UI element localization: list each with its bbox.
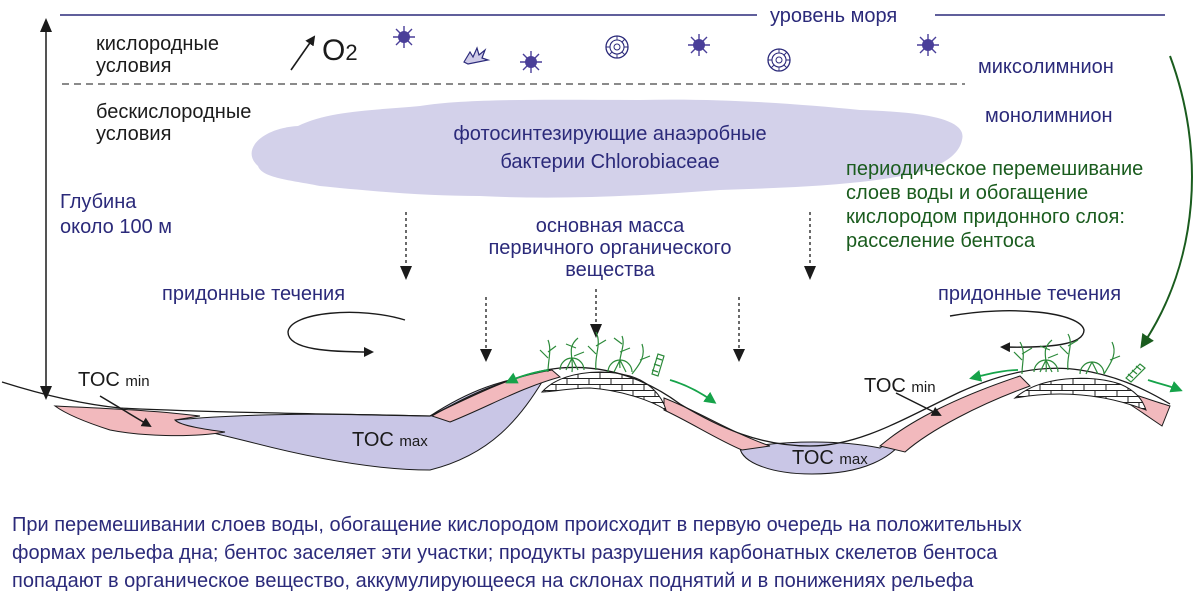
bottom-currents-label-left: придонные течения	[162, 283, 346, 305]
bacteria-cloud	[251, 99, 963, 198]
toc-min-label-left: TOC min	[78, 368, 150, 392]
organic-matter-label-line3: вещества	[565, 259, 655, 281]
seafloor-profile	[1, 366, 1171, 447]
sinking-organic-arrow	[733, 297, 745, 362]
mixing-note-line3: кислородом придонного слоя:	[846, 206, 1125, 228]
depth-label-line2: около 100 м	[60, 216, 173, 238]
carbonate-buildup-right	[1013, 377, 1147, 411]
mixolimnion-label: миксолимнион	[978, 56, 1114, 78]
caption-line-3: попадают в органическое вещество, аккуму…	[12, 570, 974, 592]
toc-min-lens-ridge-left	[430, 369, 562, 423]
organic-matter-label-line1: основная масса	[535, 215, 685, 237]
sinking-organic-arrow	[590, 289, 602, 338]
carbonate-buildup-left	[540, 371, 667, 412]
ammonite-icon	[767, 48, 791, 72]
mixing-note-line4: расселение бентоса	[846, 230, 1035, 252]
toc-min-label-right: TOC min	[864, 374, 936, 398]
dispersal-arrow	[969, 369, 1019, 382]
sinking-organic-arrow	[480, 297, 492, 362]
depth-arrow	[40, 18, 52, 400]
sinking-organic-arrow	[804, 212, 816, 280]
toc-min-left-sub: min	[125, 373, 150, 390]
toc-max-left-sub: max	[399, 433, 428, 450]
toc-min-right-sub: min	[911, 379, 936, 396]
toc-max-right-main: TOC	[792, 447, 834, 469]
toc-max-label-left: TOC max	[352, 428, 428, 452]
sea-level-label: уровень моря	[770, 5, 898, 27]
bottom-currents-label-right: придонные течения	[938, 283, 1122, 305]
plankton-star-icon	[688, 34, 710, 56]
benthos-plant-icon	[1013, 333, 1146, 383]
oxygen-subscript: 2	[345, 40, 358, 65]
mixing-note-line2: слоев воды и обогащение	[846, 182, 1089, 204]
oxygen-arrow	[290, 35, 316, 71]
bottom-current-arrow-right	[949, 310, 1085, 353]
anoxic-conditions-label-line1: бескислородные	[96, 101, 252, 123]
plankton-star-icon	[520, 51, 542, 73]
oxic-conditions-label-line1: кислородные	[96, 33, 219, 55]
oxygen-label: O2	[322, 33, 358, 69]
toc-min-lens-right	[878, 375, 1031, 453]
plankton-star-icon	[393, 26, 415, 48]
toc-min-left-main: TOC	[78, 369, 120, 391]
toc-max-right-sub: max	[839, 451, 868, 468]
organic-matter-label-line2: первичного органического	[488, 237, 732, 259]
oxic-conditions-label-line2: условия	[96, 55, 172, 77]
ammonite-icon	[605, 35, 629, 59]
mixing-note-line1: периодическое перемешивание	[846, 158, 1144, 180]
toc-max-label-right: TOC max	[792, 446, 868, 470]
dispersal-arrow	[1147, 379, 1183, 393]
anoxic-conditions-label-line2: условия	[96, 123, 172, 145]
benthos-plant-icon	[539, 331, 665, 377]
dispersal-arrow	[505, 369, 549, 384]
toc-min-pointer-right	[895, 392, 942, 416]
monolimnion-label: монолимнион	[985, 105, 1113, 127]
plankton-star-icon	[917, 34, 939, 56]
depth-label-line1: Глубина	[60, 191, 137, 213]
caption-line-2: формах рельефа дна; бентос заселяет эти …	[12, 542, 998, 564]
toc-min-right-main: TOC	[864, 375, 906, 397]
sinking-organic-arrow	[400, 212, 412, 280]
bacteria-label-line1: фотосинтезирующие анаэробные	[453, 123, 767, 145]
bottom-current-arrow-left	[287, 311, 406, 357]
mixing-arrow	[1140, 55, 1193, 349]
coral-fragment-icon	[463, 46, 491, 65]
figure-caption: При перемешивании слоев воды, обогащение…	[12, 511, 1192, 595]
caption-line-1: При перемешивании слоев воды, обогащение…	[12, 514, 1022, 536]
oxygen-symbol: O	[322, 34, 346, 67]
toc-min-pointer-left	[99, 395, 152, 428]
dispersal-arrow	[669, 379, 717, 404]
toc-max-left-main: TOC	[352, 429, 394, 451]
bacteria-label-line2: бактерии Chlorobiaceae	[500, 151, 720, 173]
